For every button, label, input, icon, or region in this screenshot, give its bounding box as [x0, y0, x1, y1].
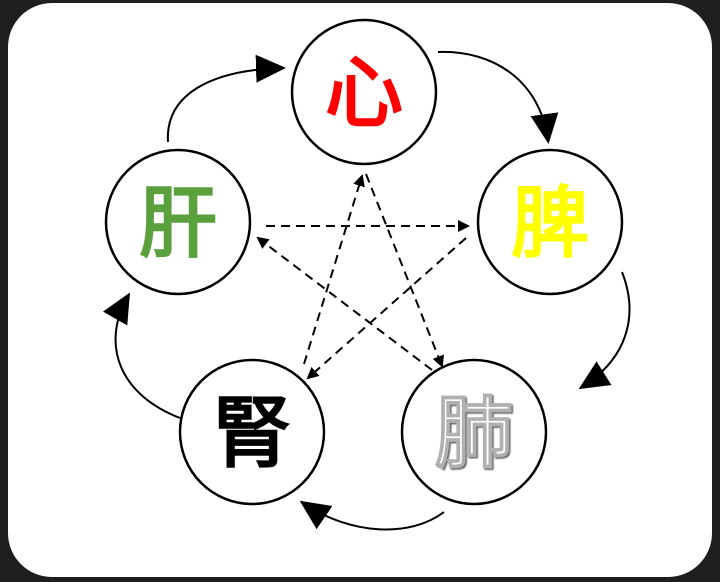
dashed-arrow-heart-to-lung — [365, 173, 444, 368]
arrow-spleen-to-lung — [578, 271, 631, 390]
arrow-liver-to-heart — [166, 54, 286, 143]
generating-cycle-arrows — [102, 50, 631, 531]
node-kidney: 腎 — [178, 358, 326, 506]
controlling-cycle-lines — [256, 173, 470, 380]
node-lung-label: 肺 — [435, 389, 513, 479]
arrow-heart-to-spleen — [437, 50, 559, 144]
node-lung-circle — [400, 358, 548, 506]
node-heart-circle — [290, 18, 438, 166]
arrow-kidney-to-liver — [102, 292, 181, 419]
node-kidney-label: 腎 — [213, 389, 291, 479]
dashed-arrow-spleen-to-kidney — [306, 237, 467, 380]
node-spleen: 脾 — [476, 148, 624, 296]
node-liver-circle — [104, 148, 252, 296]
node-kidney-circle — [178, 358, 326, 506]
node-lung: 肺 — [400, 358, 548, 506]
dashed-arrow-kidney-to-heart — [303, 174, 365, 365]
node-heart: 心 — [290, 18, 438, 166]
dashed-arrow-lung-to-liver — [256, 236, 433, 371]
arrow-lung-to-kidney — [299, 500, 445, 531]
node-heart-label: 心 — [325, 49, 403, 139]
node-liver: 肝 — [104, 148, 252, 296]
node-spleen-circle — [476, 148, 624, 296]
node-spleen-label: 脾 — [511, 179, 589, 269]
node-liver-label: 肝 — [139, 179, 217, 269]
